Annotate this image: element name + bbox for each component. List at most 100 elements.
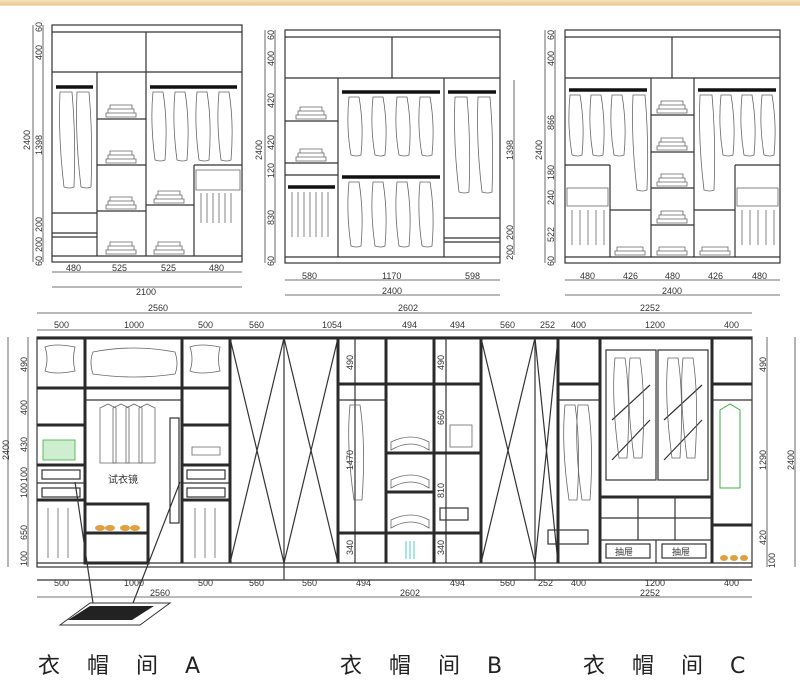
dim-label: 490 [19,357,29,372]
dim-label: 560 [500,578,515,588]
dim-label: 100 [767,553,777,568]
dim-height-label: 2400 [786,450,796,470]
dim-total-label: 2560 [148,303,168,313]
dim-label: 494 [356,578,371,588]
dim-label: 1054 [322,320,342,330]
dim-label: 200 [34,237,44,252]
shoes-icon [720,555,748,561]
elevation-b [264,29,515,296]
dim-label: 650 [19,525,29,540]
dim-label: 400 [571,320,586,330]
dim-height-label: 2400 [22,130,32,150]
dim-label: 60 [546,30,556,40]
green-coat-icon [719,403,741,489]
dim-label: 1290 [758,450,768,470]
dim-label: 340 [436,540,446,555]
dim-label: 490 [345,355,355,370]
dim-label: 525 [161,263,176,273]
pillow-icon [189,344,221,374]
dim-label: 400 [571,578,586,588]
dim-label: 430 [19,437,29,452]
dim-label: 1470 [345,450,355,470]
dim-height-label: 2400 [534,140,544,160]
dim-label: 240 [546,190,556,205]
dim-total-label: 2602 [398,303,418,313]
hanging-shirts-icon [47,403,221,558]
dim-label: 100 [19,551,29,566]
top-border-band [0,0,800,6]
dim-label: 500 [54,578,69,588]
hanging-clothes-icon [59,91,233,189]
tie-rack-icon [195,169,241,223]
dim-label: 500 [54,320,69,330]
mirror-label: 试衣镜 [108,473,138,486]
dim-label: 1398 [505,140,515,160]
dim-label: 660 [436,410,446,425]
dim-label: 420 [266,135,276,150]
dim-label: 400 [266,51,276,66]
dim-label: 494 [402,320,417,330]
dim-label: 560 [249,578,264,588]
dim-label: 60 [34,22,44,32]
dim-label: 1000 [124,320,144,330]
dim-label: 490 [436,355,446,370]
dim-label: 560 [302,578,317,588]
dim-label: 252 [538,578,553,588]
dim-label: 426 [708,271,723,281]
dim-label: 400 [19,400,29,415]
dim-total-label: 2252 [640,588,660,598]
dim-label: 494 [450,578,465,588]
dim-total-label: 2602 [400,588,420,598]
dim-label: 400 [546,51,556,66]
dim-label: 480 [665,271,680,281]
dim-label: 420 [266,93,276,108]
dim-label: 420 [758,530,768,545]
dim-label: 426 [623,271,638,281]
dim-total-label: 2400 [382,286,402,296]
dim-label: 500 [198,320,213,330]
drawer-label: 抽屉 [615,546,633,558]
dim-label: 494 [450,320,465,330]
hanging-clothes-icon [291,96,494,248]
dim-label: 100 [19,483,29,498]
dim-label: 1000 [124,578,144,588]
dim-label: 60 [546,256,556,266]
combined-elevation [7,312,796,626]
drawer-label: 抽屉 [672,546,690,558]
dim-label: 180 [546,165,556,180]
dim-label: 810 [436,483,446,498]
dim-label: 400 [34,45,44,60]
elevation-a [32,24,243,288]
dim-label: 1398 [34,135,44,155]
dim-label: 120 [266,163,276,178]
hanging-clothes-icon [563,357,697,501]
dim-label: 200 [505,225,515,240]
dim-label: 400 [724,320,739,330]
elevation-c [544,29,781,296]
dim-height-label: 2400 [254,140,264,160]
folded-clothes-icon [105,104,185,255]
dim-label: 560 [249,320,264,330]
dim-label: 480 [580,271,595,281]
dim-label: 866 [546,115,556,130]
dim-label: 580 [302,271,317,281]
dim-label: 480 [209,263,224,273]
dim-label: 200 [34,217,44,232]
dim-label: 60 [266,256,276,266]
dim-label: 500 [198,578,213,588]
shoes-icon [95,525,140,531]
dim-label: 1200 [645,578,665,588]
dim-label: 60 [266,30,276,40]
section-title-a: 衣 帽 间 A [38,654,211,679]
dim-label: 400 [724,578,739,588]
bag-icon [90,347,178,378]
dim-label: 480 [66,263,81,273]
hanging-clothes-icon [566,94,779,245]
section-title-c: 衣 帽 间 C [583,654,756,679]
green-towel-icon [42,439,76,461]
dim-label: 525 [112,263,127,273]
dim-label: 60 [34,256,44,266]
section-title-b: 衣 帽 间 B [340,654,513,679]
dim-label: 490 [758,357,768,372]
